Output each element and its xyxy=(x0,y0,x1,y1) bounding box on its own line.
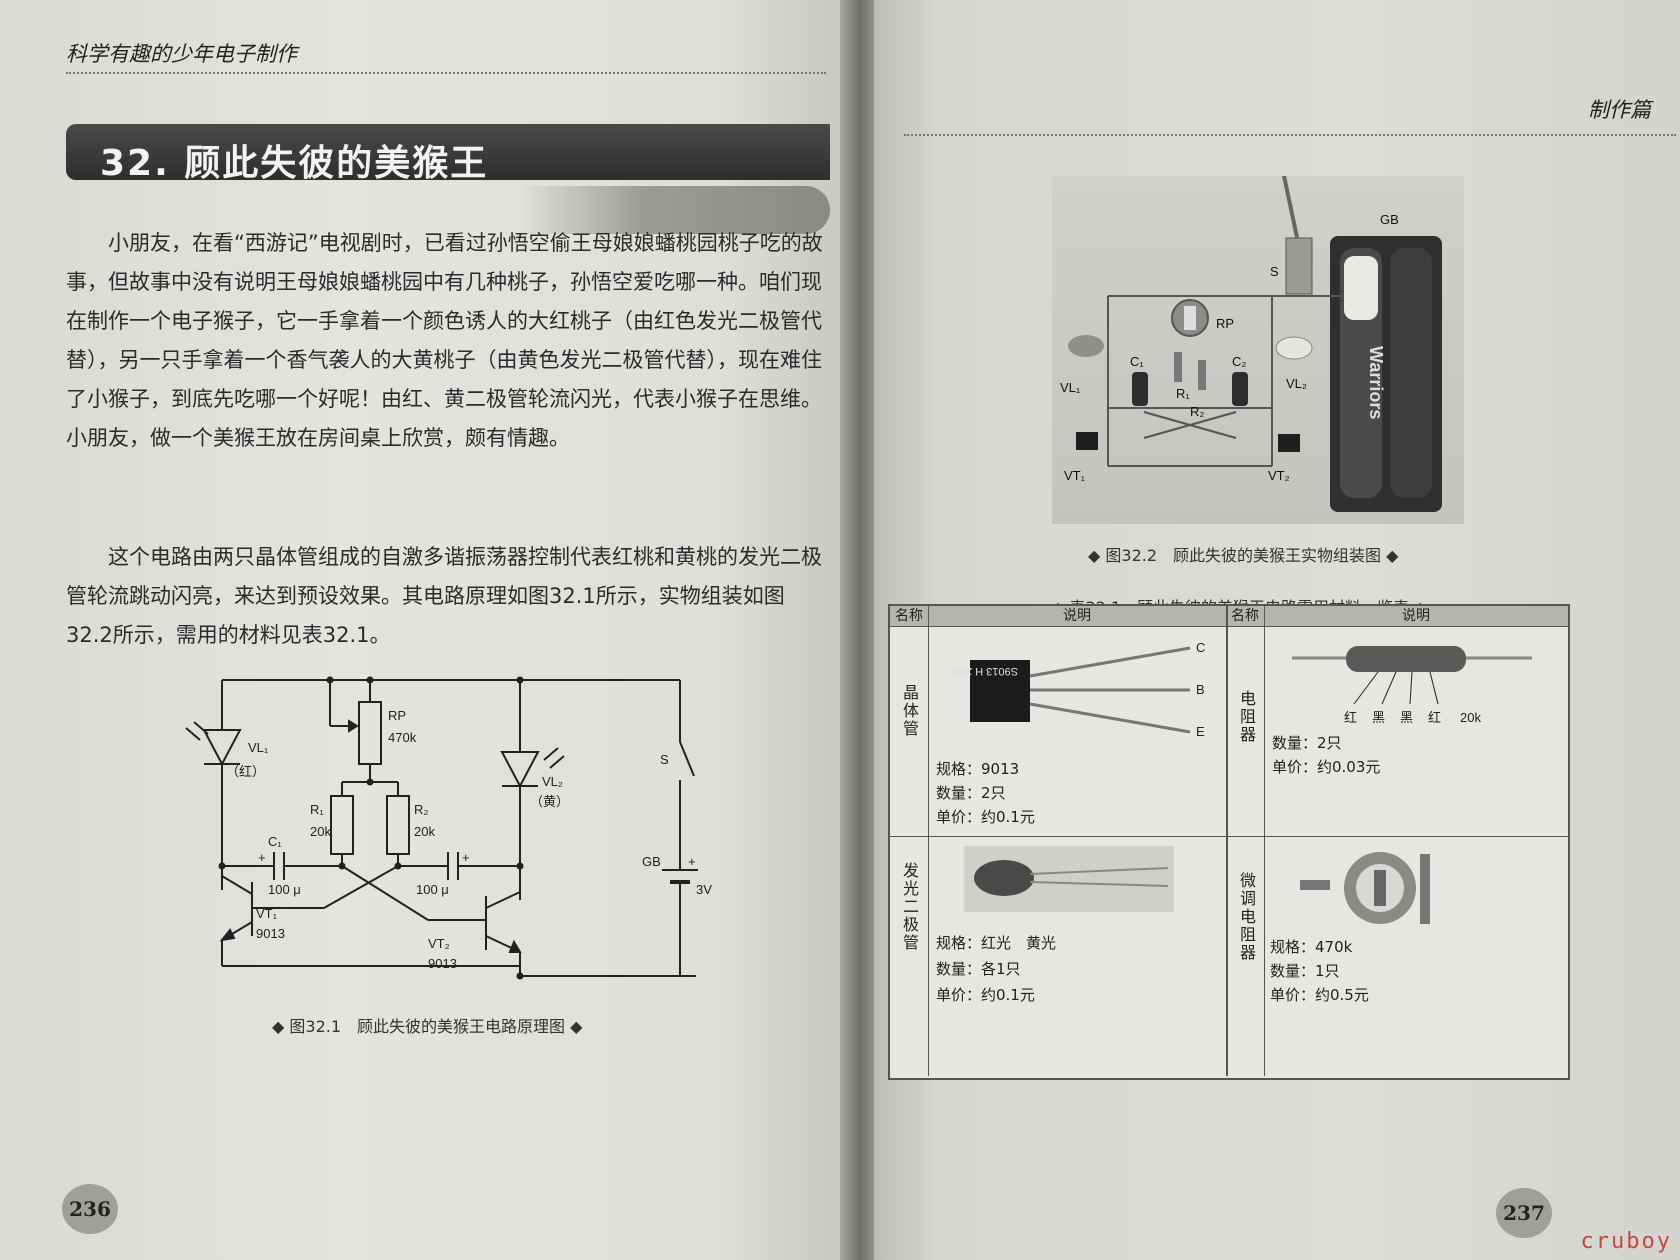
assembly-photo-drawing: Warriors xyxy=(1060,175,1442,512)
label-vl2: VL₂ xyxy=(542,774,563,789)
led-price: 单价：约0.1元 xyxy=(936,986,1035,1004)
table-header-desc-1: 说明 xyxy=(928,606,1226,627)
header-divider-right xyxy=(904,134,1676,136)
led-image xyxy=(964,846,1174,912)
label-r1: R₁ xyxy=(310,802,324,817)
pin-label-c: C xyxy=(1196,640,1205,655)
header-divider-left xyxy=(66,72,826,74)
label-r1-value: 20k xyxy=(310,824,331,839)
label-c1-plus: + xyxy=(258,850,266,865)
label-rp-value: 470k xyxy=(388,730,417,745)
chapter-title-bar xyxy=(66,124,830,180)
photo-label-gb: GB xyxy=(1380,212,1399,227)
label-vt1-model: 9013 xyxy=(256,926,285,941)
label-battery-plus: + xyxy=(688,854,696,869)
band-label-1: 红 xyxy=(1344,710,1357,725)
table-header-name-2: 名称 xyxy=(1226,606,1264,627)
watermark: cruboy xyxy=(1580,1229,1672,1254)
led-qty: 数量：各1只 xyxy=(936,960,1021,978)
item-name-resistor: 电阻器 xyxy=(1237,690,1256,744)
resistor-image: 红 黑 黑 红 20k xyxy=(1292,646,1532,725)
photo-label-vl2: VL₂ xyxy=(1286,376,1307,391)
photo-label-r1: R₁ xyxy=(1176,386,1190,401)
body-paragraph-2: 这个电路由两只晶体管组成的自激多谐振荡器控制代表红桃和黄桃的发光二极管轮流跳动闪… xyxy=(66,545,822,647)
trimmer-spec: 规格：470k xyxy=(1270,938,1353,956)
label-r2-value: 20k xyxy=(414,824,435,839)
table-header-name-1: 名称 xyxy=(890,606,928,627)
book-spine xyxy=(840,0,880,1260)
materials-table: 名称 说明 名称 说明 晶体管 S9013 H 208 C B E 规格：901… xyxy=(888,604,1570,1080)
label-c2-plus: + xyxy=(462,850,470,865)
item-name-transistor: 晶体管 xyxy=(900,684,919,738)
band-label-2: 黑 xyxy=(1372,710,1385,725)
item-name-led: 发光二极管 xyxy=(900,862,919,952)
transistor-qty: 数量：2只 xyxy=(936,784,1006,802)
photo-label-vl1: VL₁ xyxy=(1060,380,1081,395)
pin-label-e: E xyxy=(1196,724,1205,739)
label-vl1: VL₁ xyxy=(248,740,269,755)
label-battery: GB xyxy=(642,854,661,869)
photo-label-r2: R₂ xyxy=(1190,404,1204,419)
label-c1-value: 100 μ xyxy=(268,882,301,897)
body-paragraph-1: 小朋友，在看“西游记”电视剧时，已看过孙悟空偷王母娘娘蟠桃园桃子吃的故事，但故事… xyxy=(66,231,823,450)
transistor-image: S9013 H 208 C B E xyxy=(954,640,1206,739)
table-divider xyxy=(1264,606,1265,1076)
trimmer-price: 单价：约0.5元 xyxy=(1270,986,1369,1004)
left-page: 科学有趣的少年电子制作 32. 顾此失彼的美猴王 小朋友，在看“西游记”电视剧时… xyxy=(0,0,848,1260)
label-c1: C₁ xyxy=(268,834,282,849)
label-vt1: VT₁ xyxy=(256,906,278,921)
photo-label-rp: RP xyxy=(1216,316,1234,331)
label-vl1-color: （红） xyxy=(226,764,265,779)
battery-brand-label: Warriors xyxy=(1366,346,1386,419)
figure-32-1-caption: ◆ 图32.1 顾此失彼的美猴王电路原理图 ◆ xyxy=(272,1017,583,1036)
resistor-qty: 数量：2只 xyxy=(1272,734,1342,752)
photo-label-vt1: VT₁ xyxy=(1064,468,1086,483)
trimmer-image xyxy=(1300,852,1430,924)
band-label-3: 黑 xyxy=(1400,710,1413,725)
transistor-marking: S9013 H 208 xyxy=(954,665,1018,677)
photo-label-s: S xyxy=(1270,264,1279,279)
photo-label-vt2: VT₂ xyxy=(1268,468,1290,483)
running-head-right: 制作篇 xyxy=(1588,98,1651,122)
resistor-value: 20k xyxy=(1460,710,1481,725)
led-spec: 规格：红光 黄光 xyxy=(936,934,1057,952)
title-bar-tail xyxy=(520,186,830,234)
photo-label-c2: C₂ xyxy=(1232,354,1246,369)
label-vt2-model: 9013 xyxy=(428,956,457,971)
right-page: 制作篇 Warriors xyxy=(874,0,1680,1260)
assembly-photo: Warriors xyxy=(1052,175,1464,524)
table-divider xyxy=(928,606,929,1076)
trimmer-qty: 数量：1只 xyxy=(1270,962,1340,980)
label-vl2-color: （黄） xyxy=(530,794,569,809)
transistor-spec: 规格：9013 xyxy=(936,760,1020,778)
running-head-left: 科学有趣的少年电子制作 xyxy=(66,42,297,66)
transistor-price: 单价：约0.1元 xyxy=(936,808,1035,826)
band-label-4: 红 xyxy=(1428,710,1441,725)
photo-label-c1: C₁ xyxy=(1130,354,1144,369)
table-header-desc-2: 说明 xyxy=(1264,606,1568,627)
pin-label-b: B xyxy=(1196,682,1205,697)
resistor-price: 单价：约0.03元 xyxy=(1272,758,1381,776)
label-battery-voltage: 3V xyxy=(696,882,712,897)
label-vt2: VT₂ xyxy=(428,936,450,951)
label-rp: RP xyxy=(388,708,406,723)
table-row-divider xyxy=(890,836,1568,837)
page-number-right: 237 xyxy=(1496,1188,1552,1238)
table-divider xyxy=(1226,606,1228,1076)
figure-32-2-caption: ◆ 图32.2 顾此失彼的美猴王实物组装图 ◆ xyxy=(1088,546,1399,565)
label-switch: S xyxy=(660,752,669,767)
label-r2: R₂ xyxy=(414,802,428,817)
item-name-trimmer: 微调电阻器 xyxy=(1237,872,1256,962)
circuit-schematic: VL₁ （红） RP 470k VL₂ （黄） R₁ 20k R₂ 20k C₁… xyxy=(185,676,712,980)
label-c2-value: 100 μ xyxy=(416,882,449,897)
chapter-title: 32. 顾此失彼的美猴王 xyxy=(100,143,489,184)
page-number-left: 236 xyxy=(62,1184,118,1234)
